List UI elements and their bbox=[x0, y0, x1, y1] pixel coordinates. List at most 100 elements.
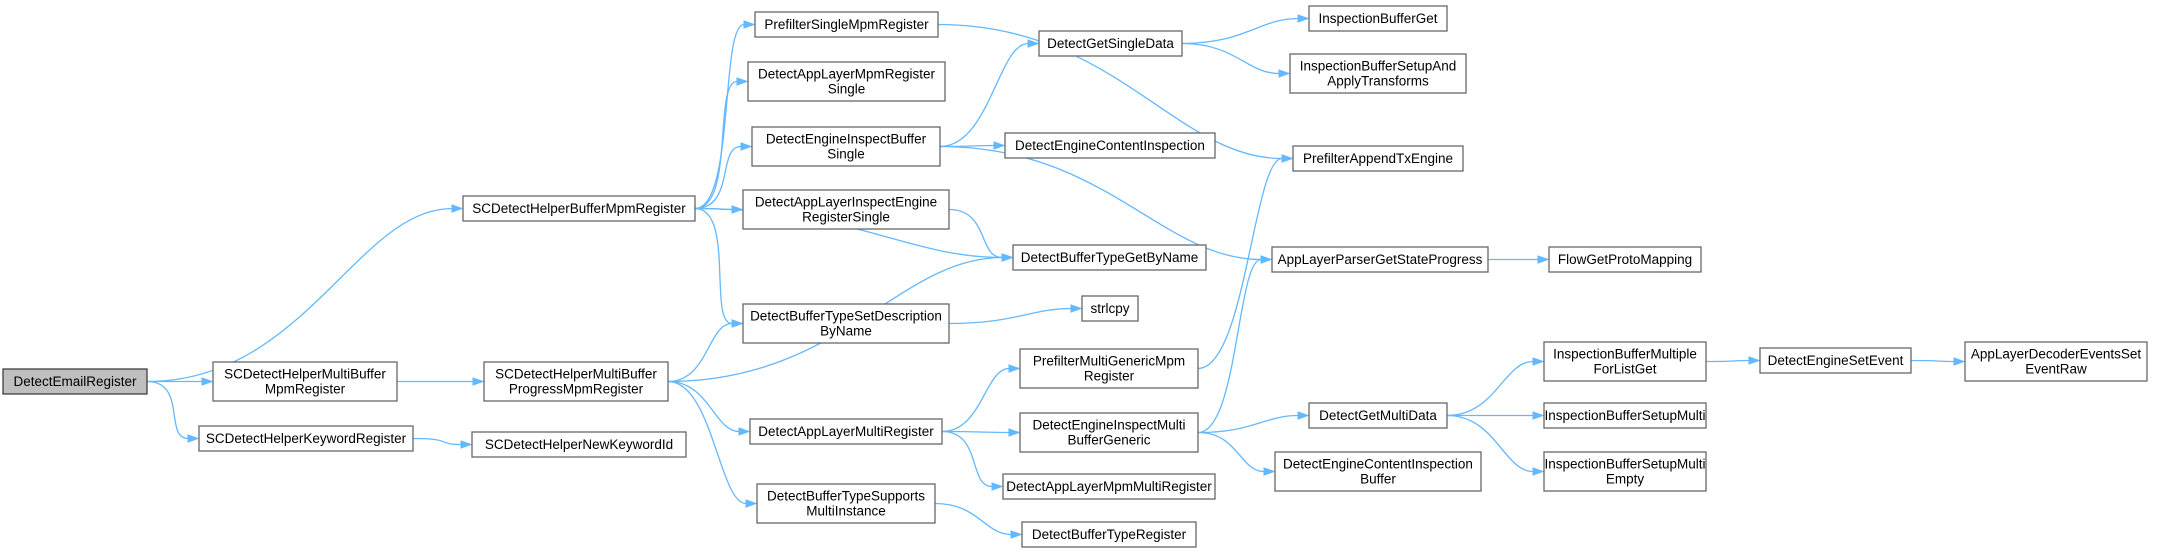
node-box[interactable] bbox=[1543, 402, 1707, 429]
node-detect-buffer-type-register[interactable]: DetectBufferTypeRegister bbox=[1021, 521, 1197, 548]
edge-detect-engine-set-event-to-app-layer-decoder-events-set-event-raw bbox=[1910, 357, 1966, 366]
node-box[interactable] bbox=[1271, 246, 1489, 273]
node-detect-engine-set-event[interactable]: DetectEngineSetEvent bbox=[1759, 347, 1912, 374]
edge-detect-app-layer-multi-register-to-detect-engine-inspect-multi-buffer-generic bbox=[941, 428, 1021, 437]
edge-line bbox=[1197, 258, 1262, 434]
node-box[interactable] bbox=[754, 11, 939, 38]
node-detect-app-layer-mpm-multi-register[interactable]: DetectAppLayerMpmMultiRegister bbox=[1002, 473, 1216, 500]
node-box[interactable] bbox=[1038, 30, 1183, 57]
node-box[interactable] bbox=[1019, 348, 1199, 389]
edge-line bbox=[939, 145, 1262, 261]
node-box[interactable] bbox=[756, 483, 936, 524]
node-label: DetectGetSingleData bbox=[1047, 36, 1174, 51]
arrowhead-icon bbox=[201, 377, 214, 386]
node-label: ProgressMpmRegister bbox=[509, 382, 644, 397]
node-detect-buffer-type-get-by-name[interactable]: DetectBufferTypeGetByName bbox=[1012, 244, 1207, 271]
node-box[interactable] bbox=[1002, 473, 1216, 500]
edge-sc-detect-helper-buffer-mpm-register-to-detect-buffer-type-set-description-by-name bbox=[694, 207, 744, 328]
node-box[interactable] bbox=[1292, 145, 1464, 172]
edge-line bbox=[694, 145, 742, 210]
node-label: Empty bbox=[1606, 472, 1645, 487]
node-box[interactable] bbox=[1308, 5, 1448, 32]
node-box[interactable] bbox=[1021, 521, 1197, 548]
edge-detect-email-register-to-sc-detect-helper-keyword-register bbox=[146, 380, 200, 443]
node-strlcpy[interactable]: strlcpy bbox=[1081, 295, 1139, 322]
node-box[interactable] bbox=[198, 425, 414, 452]
edge-sc-detect-helper-buffer-mpm-register-to-detect-app-layer-mpm-register-single bbox=[694, 77, 749, 210]
node-box[interactable] bbox=[2, 368, 148, 395]
edge-line bbox=[694, 207, 733, 325]
node-box[interactable] bbox=[471, 431, 687, 458]
edge-line bbox=[939, 42, 1029, 148]
edge-detect-engine-inspect-multi-buffer-generic-to-detect-engine-content-inspection-buffer bbox=[1197, 431, 1276, 476]
node-flow-get-proto-mapping[interactable]: FlowGetProtoMapping bbox=[1548, 246, 1702, 273]
node-box[interactable] bbox=[747, 61, 946, 102]
node-label: MultiInstance bbox=[806, 504, 886, 519]
arrowhead-icon bbox=[1278, 69, 1291, 78]
node-label: DetectAppLayerMpmMultiRegister bbox=[1006, 479, 1212, 494]
node-label: DetectEngineContentInspection bbox=[1015, 138, 1205, 153]
node-box[interactable] bbox=[1289, 53, 1467, 94]
node-detect-engine-content-inspection[interactable]: DetectEngineContentInspection bbox=[1004, 132, 1216, 159]
arrowhead-icon bbox=[1537, 255, 1550, 264]
node-box[interactable] bbox=[1759, 347, 1912, 374]
node-box[interactable] bbox=[1964, 341, 2148, 382]
arrowhead-icon bbox=[1008, 428, 1021, 437]
node-detect-app-layer-multi-register[interactable]: DetectAppLayerMultiRegister bbox=[749, 418, 943, 445]
node-label: PrefilterSingleMpmRegister bbox=[764, 17, 929, 32]
edge-line bbox=[1197, 414, 1299, 434]
arrowhead-icon bbox=[1297, 14, 1310, 23]
arrowhead-icon bbox=[1532, 411, 1545, 420]
edge-detect-engine-inspect-multi-buffer-generic-to-detect-get-multi-data bbox=[1197, 411, 1310, 434]
node-box[interactable] bbox=[212, 361, 398, 402]
node-prefilter-single-mpm-register[interactable]: PrefilterSingleMpmRegister bbox=[754, 11, 939, 38]
node-sc-detect-helper-buffer-mpm-register[interactable]: SCDetectHelperBufferMpmRegister bbox=[462, 195, 696, 222]
node-box[interactable] bbox=[749, 418, 943, 445]
node-box[interactable] bbox=[1548, 246, 1702, 273]
node-detect-email-register[interactable]: DetectEmailRegister bbox=[2, 368, 148, 395]
node-prefilter-append-tx-engine[interactable]: PrefilterAppendTxEngine bbox=[1292, 145, 1464, 172]
node-box[interactable] bbox=[1543, 341, 1707, 382]
node-box[interactable] bbox=[742, 303, 950, 344]
node-box[interactable] bbox=[1012, 244, 1207, 271]
node-detect-app-layer-inspect-engine-register-single[interactable]: DetectAppLayerInspectEngineRegisterSingl… bbox=[742, 189, 950, 230]
node-app-layer-parser-get-state-progress[interactable]: AppLayerParserGetStateProgress bbox=[1271, 246, 1489, 273]
node-detect-get-multi-data[interactable]: DetectGetMultiData bbox=[1308, 402, 1448, 429]
node-box[interactable] bbox=[483, 361, 669, 402]
node-label: DetectEngineContentInspection bbox=[1283, 457, 1473, 472]
node-box[interactable] bbox=[462, 195, 696, 222]
node-detect-get-single-data[interactable]: DetectGetSingleData bbox=[1038, 30, 1183, 57]
node-label: strlcpy bbox=[1090, 301, 1129, 316]
node-box[interactable] bbox=[1308, 402, 1448, 429]
edge-sc-detect-helper-multi-buffer-progress-mpm-register-to-detect-app-layer-multi-register bbox=[667, 380, 751, 436]
arrowhead-icon bbox=[1070, 304, 1083, 313]
node-box[interactable] bbox=[1274, 451, 1482, 492]
node-box[interactable] bbox=[1543, 451, 1707, 492]
node-box[interactable] bbox=[1081, 295, 1139, 322]
node-inspection-buffer-get[interactable]: InspectionBufferGet bbox=[1308, 5, 1448, 32]
arrowhead-icon bbox=[460, 440, 473, 449]
node-box[interactable] bbox=[751, 126, 941, 167]
node-box[interactable] bbox=[742, 189, 950, 230]
node-sc-detect-helper-keyword-register[interactable]: SCDetectHelperKeywordRegister bbox=[198, 425, 414, 452]
node-box[interactable] bbox=[1004, 132, 1216, 159]
edge-line bbox=[667, 380, 747, 505]
node-sc-detect-helper-multi-buffer-progress-mpm-register[interactable]: SCDetectHelperMultiBufferProgressMpmRegi… bbox=[483, 361, 669, 402]
node-box[interactable] bbox=[1019, 412, 1199, 453]
edge-detect-get-multi-data-to-inspection-buffer-setup-multi bbox=[1447, 411, 1545, 420]
node-inspection-buffer-setup-multi[interactable]: InspectionBufferSetupMulti bbox=[1543, 402, 1707, 429]
node-sc-detect-helper-new-keyword-id[interactable]: SCDetectHelperNewKeywordId bbox=[471, 431, 687, 458]
node-label: EventRaw bbox=[2025, 362, 2087, 377]
